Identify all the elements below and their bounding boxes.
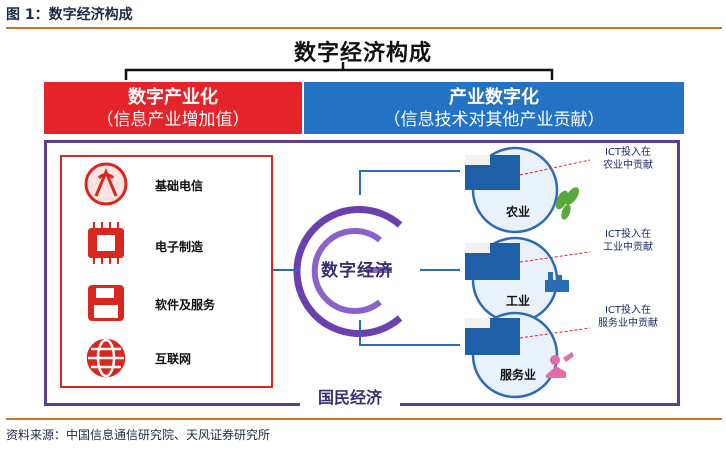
sector-industry-label: 工业 [506, 294, 531, 308]
ict-industry-note: ICT投入在 工业中贡献 [603, 229, 653, 253]
band-title: 数字产业化 [128, 87, 218, 108]
bottom-divider [6, 418, 722, 420]
ict-industries-box [60, 155, 273, 388]
item-electronics-label: 电子制造 [155, 240, 204, 254]
ict-agriculture-note: ICT投入在 农业中贡献 [603, 147, 653, 171]
factory-icon [545, 272, 569, 292]
top-divider [6, 27, 722, 29]
wheat-icon [555, 187, 580, 220]
globe-icon [86, 338, 126, 378]
sector-services-label: 服务业 [500, 368, 537, 382]
item-telecom-label: 基础电信 [155, 179, 204, 193]
item-software-label: 软件及服务 [155, 298, 216, 312]
service-icon [546, 352, 574, 378]
diagram-title: 数字经济构成 [293, 41, 432, 66]
chip-icon [88, 222, 124, 264]
band-subtitle: （信息技术对其他产业贡献） [383, 110, 605, 130]
ict-services-note: ICT投入在 服务业中贡献 [598, 305, 658, 329]
figure-caption: 图 1：数字经济构成 [6, 7, 133, 23]
band-title: 产业数字化 [449, 87, 539, 108]
sector-agriculture-label: 农业 [506, 205, 531, 219]
digital-industrialization-band: 数字产业化 （信息产业增加值） [44, 82, 302, 134]
antenna-icon [84, 162, 128, 206]
floppy-disk-icon [88, 285, 124, 321]
source-note: 资料来源：中国信息通信研究院、天风证券研究所 [6, 428, 271, 442]
item-internet-label: 互联网 [155, 352, 192, 366]
band-subtitle: （信息产业增加值） [96, 110, 250, 130]
digital-economy-label: 数字经济 [321, 261, 393, 281]
national-economy-label: 国民经济 [300, 387, 400, 409]
industrial-digitalization-band: 产业数字化 （信息技术对其他产业贡献） [304, 82, 684, 134]
